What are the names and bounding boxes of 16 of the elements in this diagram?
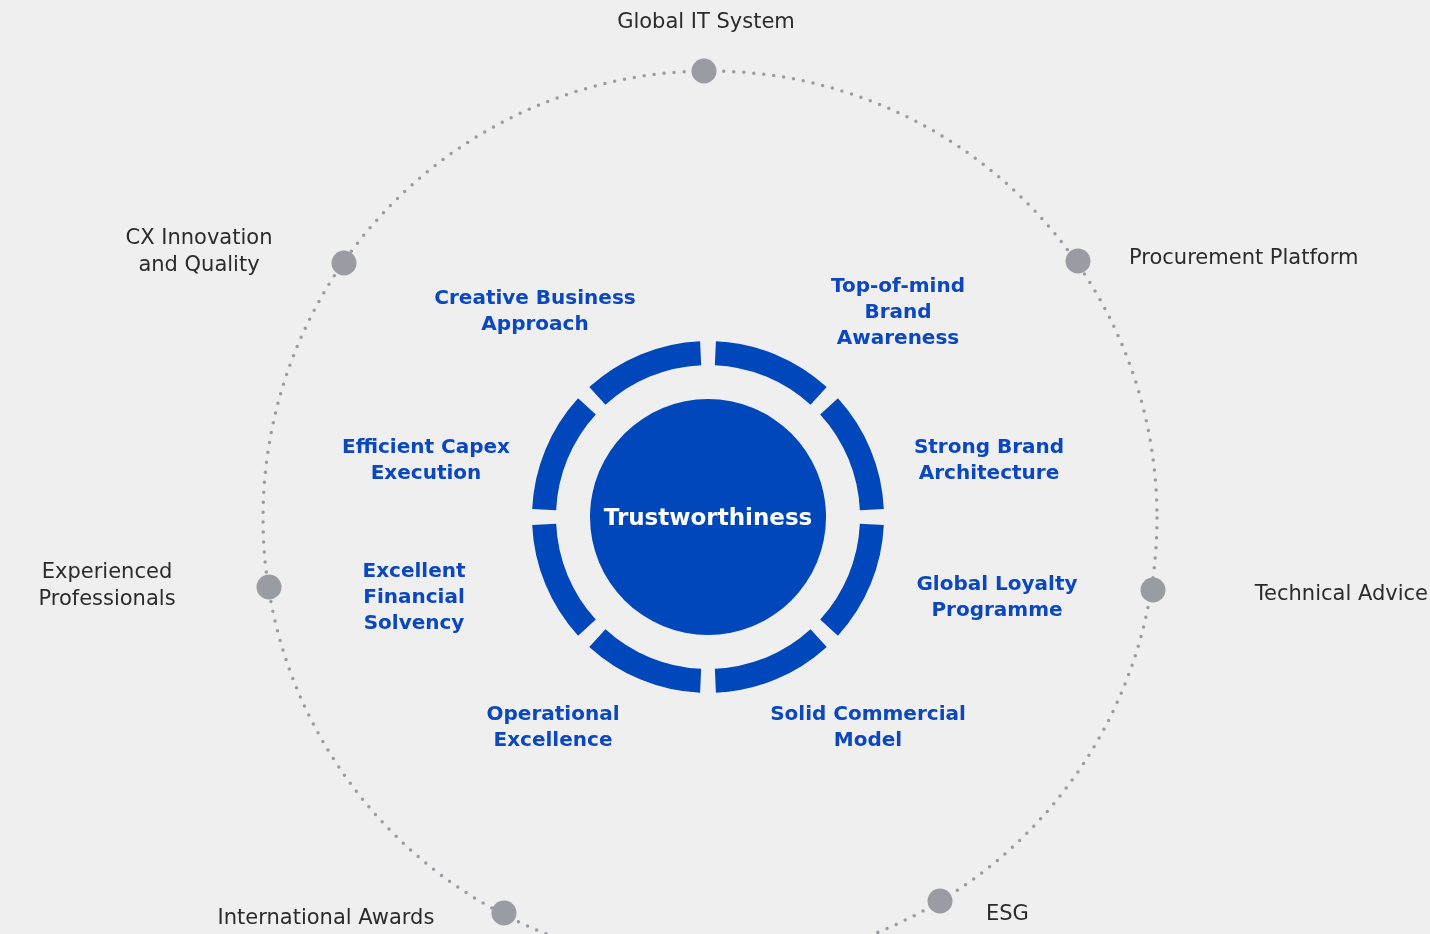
outer-label: CX Innovation and Quality [124,223,274,278]
pillar-label: Top-of-mind Brand Awareness [830,272,966,350]
outer-label: ESG [986,900,1029,928]
pillar-label: Strong Brand Architecture [912,433,1066,485]
outer-label: International Awards [216,904,436,932]
pillar-label: Operational Excellence [485,700,621,752]
pillar-label: Creative Business Approach [433,284,637,336]
pillar-label: Excellent Financial Solvency [361,557,467,635]
pillar-label: Efficient Capex Execution [341,433,511,485]
pillar-label: Solid Commercial Model [769,700,967,752]
outer-label: Experienced Professionals [37,557,177,612]
center-label: Trustworthiness [603,504,813,530]
outer-label: Procurement Platform [1129,244,1359,272]
pillar-label: Global Loyalty Programme [915,570,1079,622]
outer-label: Technical Advice [1254,580,1428,608]
outer-label: Global IT System [616,8,796,36]
